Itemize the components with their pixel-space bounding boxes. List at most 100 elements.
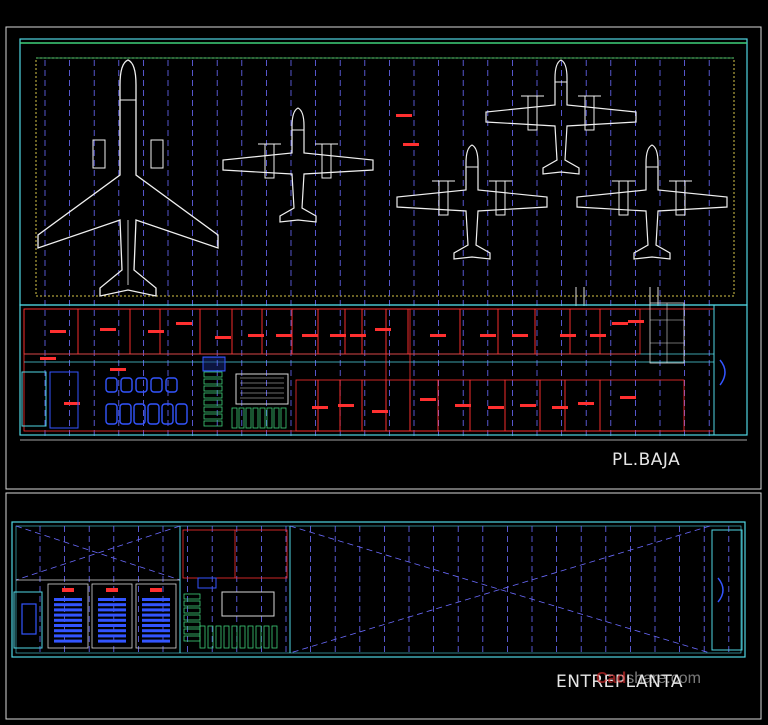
- jet-airliner-symbol: [37, 59, 219, 297]
- toilet-stall: [183, 628, 201, 635]
- toilet-stall: [238, 407, 245, 429]
- office-room: [599, 379, 685, 432]
- toilet-stall: [203, 399, 223, 406]
- planta-baja-title: PL.BAJA: [612, 450, 681, 470]
- office-room: [199, 308, 233, 355]
- room-tag: [480, 334, 496, 337]
- mezzanine-outline: [11, 521, 746, 658]
- room-tag: [338, 404, 354, 407]
- toilet-stall: [231, 407, 238, 429]
- room-tag: [612, 322, 628, 325]
- toilet-stall: [183, 607, 201, 614]
- room-tag: [375, 328, 391, 331]
- desk-row: [98, 629, 126, 633]
- desk-row: [98, 613, 126, 617]
- office-room: [77, 308, 131, 355]
- room-tag: [430, 334, 446, 337]
- room-tag: [560, 334, 576, 337]
- toilet-stall: [183, 600, 201, 607]
- desk-row: [54, 634, 82, 638]
- seating-block: [105, 377, 188, 425]
- office-room: [317, 379, 341, 432]
- room-tag: [350, 334, 366, 337]
- toilet-stall: [223, 625, 230, 649]
- desk-row: [98, 608, 126, 612]
- office-room: [295, 379, 319, 432]
- desk-row: [54, 618, 82, 622]
- corridor: [385, 308, 411, 432]
- desk-row: [54, 624, 82, 627]
- desk-row: [142, 598, 170, 601]
- toilet-stall: [183, 593, 201, 600]
- toilet-stall: [203, 392, 223, 399]
- room-tag: [396, 114, 412, 117]
- seat-cluster: [120, 377, 133, 393]
- desk-row: [98, 639, 126, 643]
- office-room: [159, 308, 201, 355]
- structural-grid: [39, 526, 730, 653]
- desk-row: [142, 629, 170, 633]
- turboprop-symbol: [396, 144, 548, 260]
- toilet-stall: [183, 635, 201, 642]
- desk-row: [142, 639, 170, 643]
- seat-cluster: [175, 403, 188, 425]
- toilet-stall: [215, 625, 222, 649]
- toilet-stall: [266, 407, 273, 429]
- office-room: [231, 308, 263, 355]
- room-tag: [455, 404, 471, 407]
- room-tag: [100, 328, 116, 331]
- toilet-stall: [203, 406, 223, 413]
- toilet-stall: [203, 420, 223, 427]
- desk-row: [142, 624, 170, 627]
- seat-cluster: [161, 403, 174, 425]
- seat-cluster: [135, 377, 148, 393]
- office-room: [317, 308, 346, 355]
- toilet-stall: [203, 371, 223, 378]
- classroom-blocks: [47, 583, 177, 649]
- entreplanta-title: ENTREPLANTA: [556, 672, 684, 692]
- desk-row: [98, 624, 126, 627]
- room-tag: [148, 330, 164, 333]
- office-room: [361, 379, 387, 432]
- teacher-desk: [62, 588, 74, 592]
- room-tag: [312, 406, 328, 409]
- toilet-stall: [207, 625, 214, 649]
- office-room: [361, 308, 387, 355]
- office-room: [599, 308, 641, 355]
- toilet-stall: [239, 625, 246, 649]
- desk-row: [54, 613, 82, 617]
- toilet-stall: [259, 407, 266, 429]
- office-room: [534, 308, 571, 355]
- entreplanta-sheet: [5, 492, 762, 720]
- toilet-stall: [273, 407, 280, 429]
- room-tag: [276, 334, 292, 337]
- watermark-logo: Cadshare.com: [596, 670, 701, 687]
- room-tag: [520, 404, 536, 407]
- toilet-stall: [252, 407, 259, 429]
- desk-row: [54, 629, 82, 633]
- room-tag: [302, 334, 318, 337]
- seat-cluster: [105, 403, 118, 425]
- toilet-stall: [263, 625, 270, 649]
- toilet-stall: [203, 413, 223, 420]
- toilet-stall: [271, 625, 278, 649]
- office-room: [344, 308, 363, 355]
- seat-cluster: [150, 377, 163, 393]
- room-tag: [215, 336, 231, 339]
- desk-row: [98, 618, 126, 622]
- office-room: [291, 308, 319, 355]
- teacher-desk: [106, 588, 118, 592]
- room-tag: [512, 334, 528, 337]
- hangar-aircraft-group: [37, 59, 728, 297]
- toilet-stall: [280, 407, 287, 429]
- room-tag: [372, 410, 388, 413]
- toilet-stall: [255, 625, 262, 649]
- toilet-stall: [247, 625, 254, 649]
- desk-row: [54, 598, 82, 601]
- seat-cluster: [133, 403, 146, 425]
- classroom: [135, 583, 177, 649]
- room-tag: [330, 334, 346, 337]
- room-tag: [420, 398, 436, 401]
- planta-baja-sheet: [5, 26, 762, 490]
